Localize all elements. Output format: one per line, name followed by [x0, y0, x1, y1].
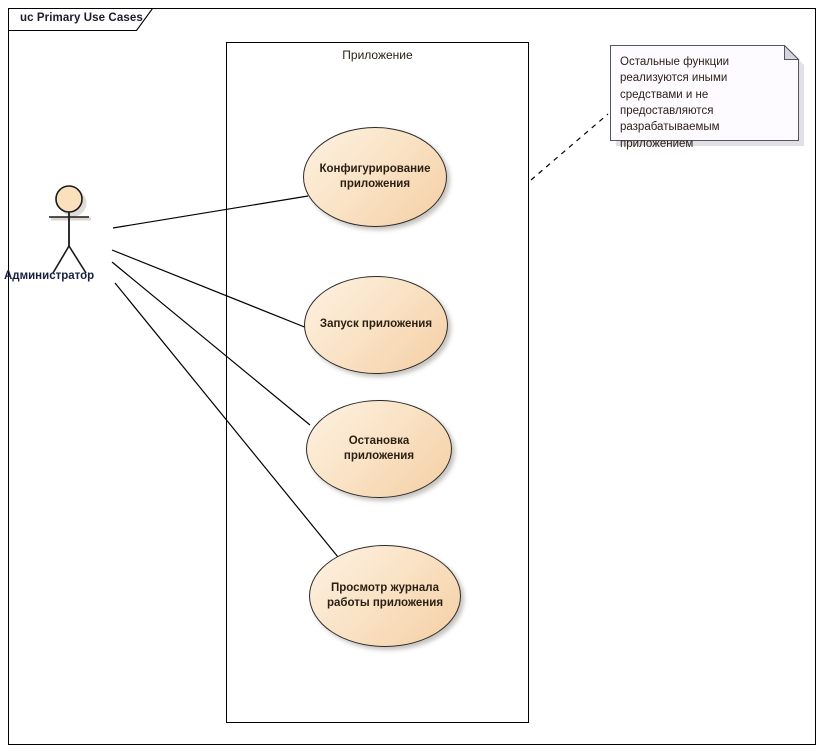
- use-case-configure[interactable]: Конфигурирование приложения: [303, 127, 447, 227]
- diagram-frame-label: uc Primary Use Cases: [20, 12, 143, 24]
- actor-administrator[interactable]: [20, 180, 130, 285]
- diagram-frame: [8, 8, 816, 745]
- use-case-view-log[interactable]: Просмотр журнала работы приложения: [309, 545, 461, 647]
- use-case-label: Просмотр журнала работы приложения: [326, 581, 444, 609]
- use-case-label: Запуск приложения: [319, 318, 433, 331]
- system-boundary-label: Приложение: [342, 48, 413, 62]
- diagram-frame-tab: uc Primary Use Cases: [8, 8, 154, 31]
- use-case-start[interactable]: Запуск приложения: [304, 276, 448, 374]
- use-case-label: Остановка приложения: [343, 434, 415, 462]
- diagram-note-text: Остальные функции реализуются иными сред…: [620, 56, 730, 150]
- use-case-label: Конфигурирование приложения: [319, 162, 431, 190]
- diagram-note[interactable]: Остальные функции реализуются иными сред…: [610, 45, 804, 150]
- actor-label-administrator: Администратор: [4, 270, 95, 282]
- use-case-stop[interactable]: Остановка приложения: [306, 400, 452, 498]
